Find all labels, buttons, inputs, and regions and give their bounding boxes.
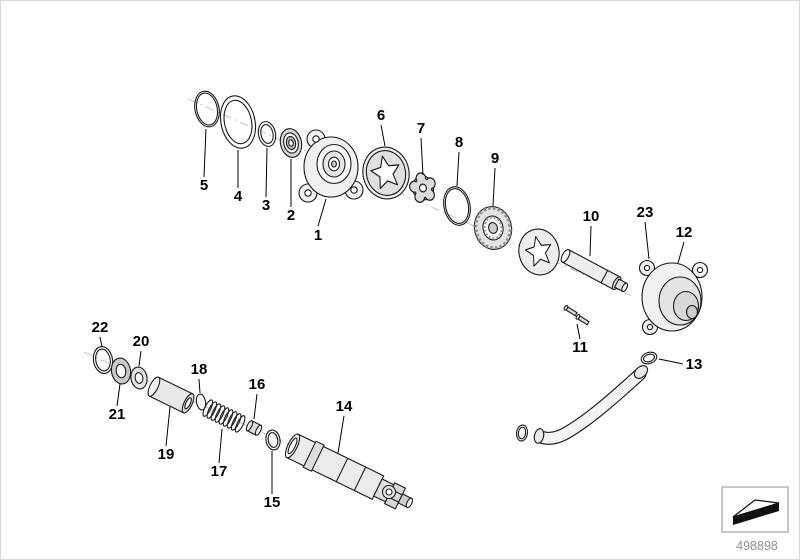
part-7-inner-rotor xyxy=(409,172,436,203)
part-2-shaft-seal xyxy=(279,128,303,158)
callout-23[interactable]: 23 xyxy=(637,204,654,221)
part-14-tube xyxy=(284,433,414,510)
leader-line-8 xyxy=(456,151,460,187)
leader-line-6 xyxy=(380,124,386,147)
part-17-spring xyxy=(202,399,246,433)
leader-line-20 xyxy=(138,350,142,367)
part-5-oring xyxy=(194,90,220,128)
part-11-screws xyxy=(563,304,590,326)
callout-group-19: 19 xyxy=(158,406,175,463)
rotor-disc xyxy=(518,228,560,276)
part-8-oring xyxy=(443,186,471,226)
callout-group-18: 18 xyxy=(191,361,208,394)
tube-outlet-hole xyxy=(385,488,393,496)
callout-group-7: 7 xyxy=(417,120,425,176)
callout-16[interactable]: 16 xyxy=(249,376,266,393)
part-6-outer-rotor xyxy=(362,146,410,200)
part-22-oring xyxy=(92,346,114,374)
callout-4[interactable]: 4 xyxy=(234,188,243,205)
callout-7[interactable]: 7 xyxy=(417,120,425,137)
leader-line-17 xyxy=(218,428,223,464)
callout-9[interactable]: 9 xyxy=(491,150,499,167)
part-9-sprocket xyxy=(473,206,513,250)
leader-line-13 xyxy=(658,358,684,365)
part-13-oring xyxy=(640,351,658,365)
callout-group-1: 1 xyxy=(314,198,327,244)
callout-6[interactable]: 6 xyxy=(377,107,385,124)
callout-group-10: 10 xyxy=(583,208,600,257)
part-3-ring xyxy=(257,121,277,147)
leader-line-1 xyxy=(317,198,327,227)
callout-13[interactable]: 13 xyxy=(686,356,703,373)
callout-group-16: 16 xyxy=(249,376,266,420)
leader-line-10 xyxy=(589,225,592,257)
callout-group-22: 22 xyxy=(92,319,109,348)
callout-14[interactable]: 14 xyxy=(336,398,353,415)
callout-group-20: 20 xyxy=(133,333,150,367)
leader-line-7 xyxy=(420,137,424,176)
leader-line-18 xyxy=(198,378,201,394)
leader-line-3 xyxy=(265,147,268,198)
orientation-flag-icon xyxy=(732,499,780,525)
leader-line-5 xyxy=(203,128,207,178)
callout-20[interactable]: 20 xyxy=(133,333,150,350)
callout-group-8: 8 xyxy=(455,134,463,187)
callout-group-9: 9 xyxy=(491,150,499,207)
part-1-pump-housing xyxy=(298,129,364,203)
callout-group-14: 14 xyxy=(336,398,353,454)
callout-17[interactable]: 17 xyxy=(211,463,228,480)
callout-group-2: 2 xyxy=(287,159,295,224)
callout-3[interactable]: 3 xyxy=(262,197,270,214)
leader-line-12 xyxy=(677,241,685,264)
leader-line-23 xyxy=(644,221,650,260)
callout-8[interactable]: 8 xyxy=(455,134,463,151)
callout-22[interactable]: 22 xyxy=(92,319,109,336)
callout-group-17: 17 xyxy=(211,428,228,480)
callout-1[interactable]: 1 xyxy=(314,227,322,244)
callout-11[interactable]: 11 xyxy=(572,339,588,356)
callout-19[interactable]: 19 xyxy=(158,446,175,463)
callout-2[interactable]: 2 xyxy=(287,207,295,224)
callout-15[interactable]: 15 xyxy=(264,494,281,511)
bent-oil-pipe xyxy=(533,365,649,445)
leader-line-22 xyxy=(99,336,103,348)
part-10-shaft xyxy=(560,248,629,293)
axis-line-upper xyxy=(187,98,633,297)
part-18-circlip xyxy=(195,393,207,411)
callout-group-4: 4 xyxy=(234,150,243,205)
callout-group-13: 13 xyxy=(658,356,703,373)
part-20-washer xyxy=(130,366,148,390)
pipe-oring xyxy=(515,424,529,442)
callout-group-6: 6 xyxy=(377,107,386,147)
leader-line-16 xyxy=(253,393,258,420)
callout-5[interactable]: 5 xyxy=(200,177,208,194)
callout-group-21: 21 xyxy=(109,383,126,423)
diagram-id: 498898 xyxy=(736,539,778,553)
leader-line-11 xyxy=(576,323,581,340)
part-12-cover xyxy=(638,259,709,336)
callout-group-5: 5 xyxy=(200,128,208,194)
callout-group-23: 23 xyxy=(637,204,654,260)
part-16-seat xyxy=(245,420,263,436)
corner-orientation-box xyxy=(721,486,789,533)
part-19-piston xyxy=(147,376,195,414)
leader-line-9 xyxy=(492,167,496,207)
callout-group-3: 3 xyxy=(262,147,270,214)
callout-12[interactable]: 12 xyxy=(676,224,693,241)
callout-group-11: 11 xyxy=(572,323,588,356)
part-4-oring xyxy=(219,95,257,149)
callout-group-12: 12 xyxy=(676,224,693,264)
part-15-ring xyxy=(265,429,281,451)
callout-10[interactable]: 10 xyxy=(583,208,600,225)
callout-group-15: 15 xyxy=(264,451,281,511)
leader-line-21 xyxy=(116,383,121,407)
callout-18[interactable]: 18 xyxy=(191,361,208,378)
callout-21[interactable]: 21 xyxy=(109,406,126,423)
leader-line-19 xyxy=(165,406,171,447)
leader-line-14 xyxy=(337,415,345,454)
part-21-washer xyxy=(110,357,132,385)
